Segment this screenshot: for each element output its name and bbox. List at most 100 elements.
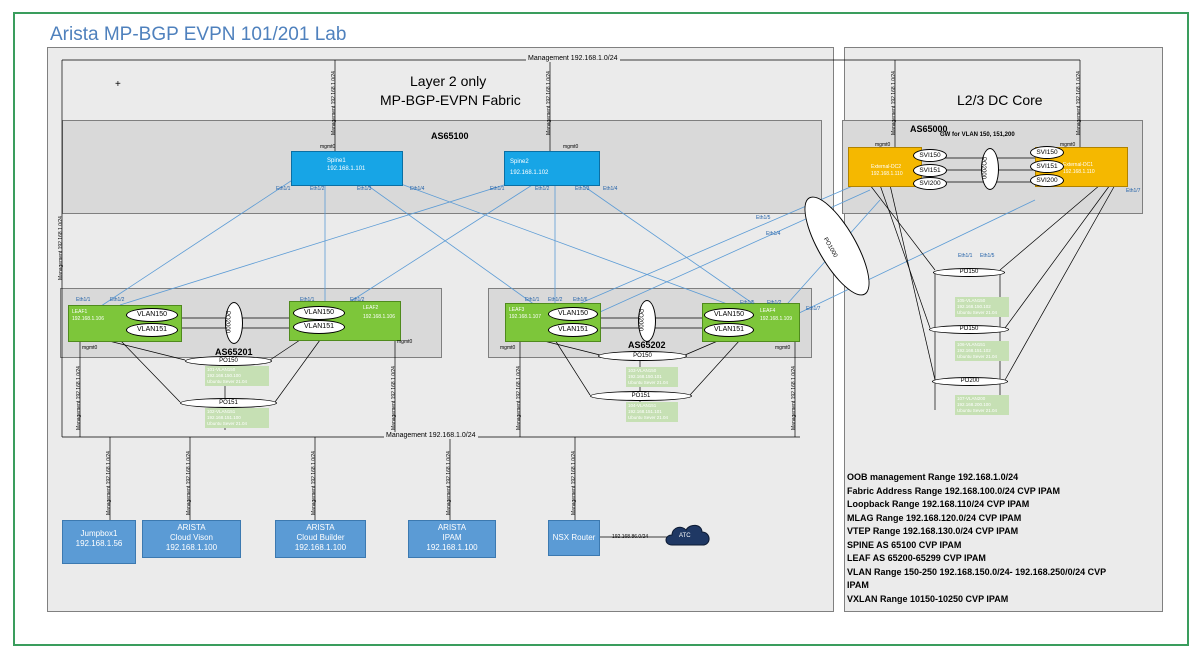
po150-right-oval: PO150 <box>598 351 687 361</box>
vm-101-line3: Ubuntu Sever 21.04 <box>207 379 248 384</box>
vm-106-line1: 106-VLAN151 <box>957 342 986 347</box>
info-line: VXLAN Range 10150-10250 CVP IPAM <box>847 593 1009 604</box>
vm-105-line3: Ubuntu Sever 21.04 <box>957 310 998 315</box>
info-line: Fabric Address Range 192.168.100.0/24 CV… <box>847 485 1060 496</box>
info-line: VLAN Range 150-250 192.168.150.0/24- 192… <box>847 566 1107 577</box>
as-spine-box <box>62 120 822 214</box>
cursor-crosshair: + <box>115 79 121 90</box>
external-dc2-ip: 192.168.1.110 <box>871 171 903 177</box>
arista-ipam[interactable]: ARISTA IPAM 192.168.1.100 <box>408 520 496 558</box>
leaf1-vlan150-oval: VLAN150 <box>126 308 178 322</box>
vm-105-line1: 105-VLAN150 <box>957 298 986 303</box>
cloud-icon <box>665 524 710 546</box>
mgmt-vertical-leaf2: Management 192.168.1.0/24 <box>391 366 397 430</box>
mgmt-vertical-ipam: Management 192.168.1.0/24 <box>446 451 452 515</box>
mgmt-vertical-ext2: Management 192.168.1.0/24 <box>891 71 897 135</box>
eth-label: Eth1/1 <box>76 297 91 303</box>
nsx-router-label: NSX Router <box>552 533 596 542</box>
eth-label: Eth1/1 <box>276 186 291 192</box>
vm-104-line1: 104-VLAN151 <box>628 403 657 408</box>
mgmt-vertical-leaf4: Management 192.168.1.0/24 <box>791 366 797 430</box>
jumpbox1-line1: Jumpbox1 <box>80 529 118 538</box>
info-line: Loopback Range 192.168.110/24 CVP IPAM <box>847 499 1030 509</box>
jumpbox1[interactable]: Jumpbox1 192.168.1.56 <box>62 520 136 564</box>
leaf3-ip: 192.168.1.107 <box>509 314 541 320</box>
eth-label: Eth1/2 <box>110 297 125 303</box>
external-dc2[interactable]: External-DC2 192.168.1.110 <box>848 147 922 187</box>
vm-107-line2: 192.168.200.100 <box>957 402 991 407</box>
leaf1-name: LEAF1 <box>72 309 88 315</box>
nsx-router[interactable]: NSX Router <box>548 520 600 556</box>
vm-101-line2: 192.168.150.100 <box>207 373 241 378</box>
info-line: LEAF AS 65200-65299 CVP IPAM <box>847 553 986 563</box>
external-dc1-name: External-DC1 <box>1063 162 1094 168</box>
eth-label: Eth1/4 <box>603 186 618 192</box>
eth-label: Eth1/5 <box>756 215 771 221</box>
eth-label: Eth1/1 <box>490 186 505 192</box>
cloud-label: ATC <box>679 533 691 539</box>
leaf2-vlan150-oval: VLAN150 <box>293 306 345 320</box>
jumpbox1-line2: 192.168.1.56 <box>75 539 123 548</box>
vm-101-line1: 101-VLAN150 <box>207 367 236 372</box>
cloud-vision[interactable]: ARISTA Cloud Vison 192.168.1.100 <box>142 520 241 558</box>
eth-label: Eth1/1 <box>300 297 315 303</box>
eth-label: Eth1/1 <box>525 297 540 303</box>
eth-label: Eth1/7 <box>1126 188 1141 194</box>
eth-label: Eth1/6 <box>573 297 588 303</box>
management-bottom-label: Management 192.168.1.0/24 <box>384 432 478 439</box>
po150-core2-oval: PO150 <box>929 325 1009 334</box>
external-dc2-name: External-DC2 <box>871 164 902 170</box>
po150-core-oval: PO150 <box>933 268 1005 277</box>
po151-left-oval: PO151 <box>180 398 277 408</box>
eth-label: Eth1/4 <box>766 231 781 237</box>
leaf4-vlan151-oval: VLAN151 <box>704 323 754 337</box>
mgmt-vertical-builder: Management 192.168.1.0/24 <box>311 451 317 515</box>
vm-box-103: 103-VLAN150 192.168.150.101 Ubuntu Sever… <box>626 367 678 387</box>
vm-box-102: 102-VLAN151 192.168.151.100 Ubuntu Sever… <box>205 408 269 428</box>
vm-102-line2: 192.168.151.100 <box>207 415 241 420</box>
arista-ipam-line1: ARISTA <box>437 523 467 532</box>
eth-label: Eth1/2 <box>548 297 563 303</box>
vm-box-104: 104-VLAN151 192.168.151.101 Ubuntu Sever… <box>626 402 678 422</box>
cloud-vision-line3: 192.168.1.100 <box>165 543 218 552</box>
mgmt-vertical-leaf1: Management 192.168.1.0/24 <box>76 366 82 430</box>
spine2[interactable]: Spine2 192.168.1.102 <box>504 151 600 186</box>
vm-102-line3: Ubuntu Sever 21.04 <box>207 421 248 426</box>
po1000-label: PO1000 <box>821 236 839 259</box>
cloud-vision-line2: Cloud Vison <box>170 533 213 542</box>
vm-box-107: 107-VLAN200 192.168.200.100 Ubuntu Sever… <box>955 395 1009 415</box>
mgmt-vertical-cvp: Management 192.168.1.0/24 <box>186 451 192 515</box>
spine1[interactable]: Spine1 192.168.1.101 <box>291 151 403 186</box>
eth-label: Eth1/2 <box>535 186 550 192</box>
mgmt0-ext2: mgmt0 <box>875 142 891 148</box>
vm-106-line3: Ubuntu Sever 21.04 <box>957 354 998 359</box>
nsx-link-label: 192.168.86.0/24 <box>612 534 649 540</box>
mgmt-vertical-left: Management 192.168.1.0/24 <box>58 216 64 280</box>
cloud-vision-line1: ARISTA <box>177 523 206 532</box>
svi151-right: SVI151 <box>1030 160 1064 173</box>
cloud-builder[interactable]: ARISTA Cloud Builder 192.168.1.100 <box>275 520 366 558</box>
vm-107-line1: 107-VLAN200 <box>957 396 986 401</box>
eth-label: Eth1/2 <box>350 297 365 303</box>
eth-label: Eth1/2 <box>767 300 782 306</box>
mgmt-vertical-jumpbox: Management 192.168.1.0/24 <box>106 451 112 515</box>
mgmt0-leaf4: mgmt0 <box>775 345 791 351</box>
vm-103-line1: 103-VLAN150 <box>628 368 657 373</box>
svi200-right: SVI200 <box>1030 174 1064 187</box>
vm-102-line1: 102-VLAN151 <box>207 409 236 414</box>
svi150-right: SVI150 <box>1030 146 1064 159</box>
spine1-ip: 192.168.1.101 <box>327 166 366 172</box>
core-title: L2/3 DC Core <box>957 92 1043 108</box>
cloud-builder-line2: Cloud Builder <box>296 533 345 542</box>
mgmt0-leaf2: mgmt0 <box>397 339 413 345</box>
svi200-left: SVI200 <box>913 177 947 190</box>
leaf1-ip: 192.168.1.106 <box>72 316 104 322</box>
eth-label: Eth1/2 <box>310 186 325 192</box>
leaf4-name: LEAF4 <box>760 308 776 314</box>
mgmt-vertical-spine2: Management 192.168.1.0/24 <box>546 71 552 135</box>
gw-note: GW for VLAN 150, 151,200 <box>940 132 1015 138</box>
page-title: Arista MP-BGP EVPN 101/201 Lab <box>50 24 347 45</box>
vm-103-line3: Ubuntu Sever 21.04 <box>628 380 669 385</box>
po151-right-oval: PO151 <box>590 391 692 401</box>
